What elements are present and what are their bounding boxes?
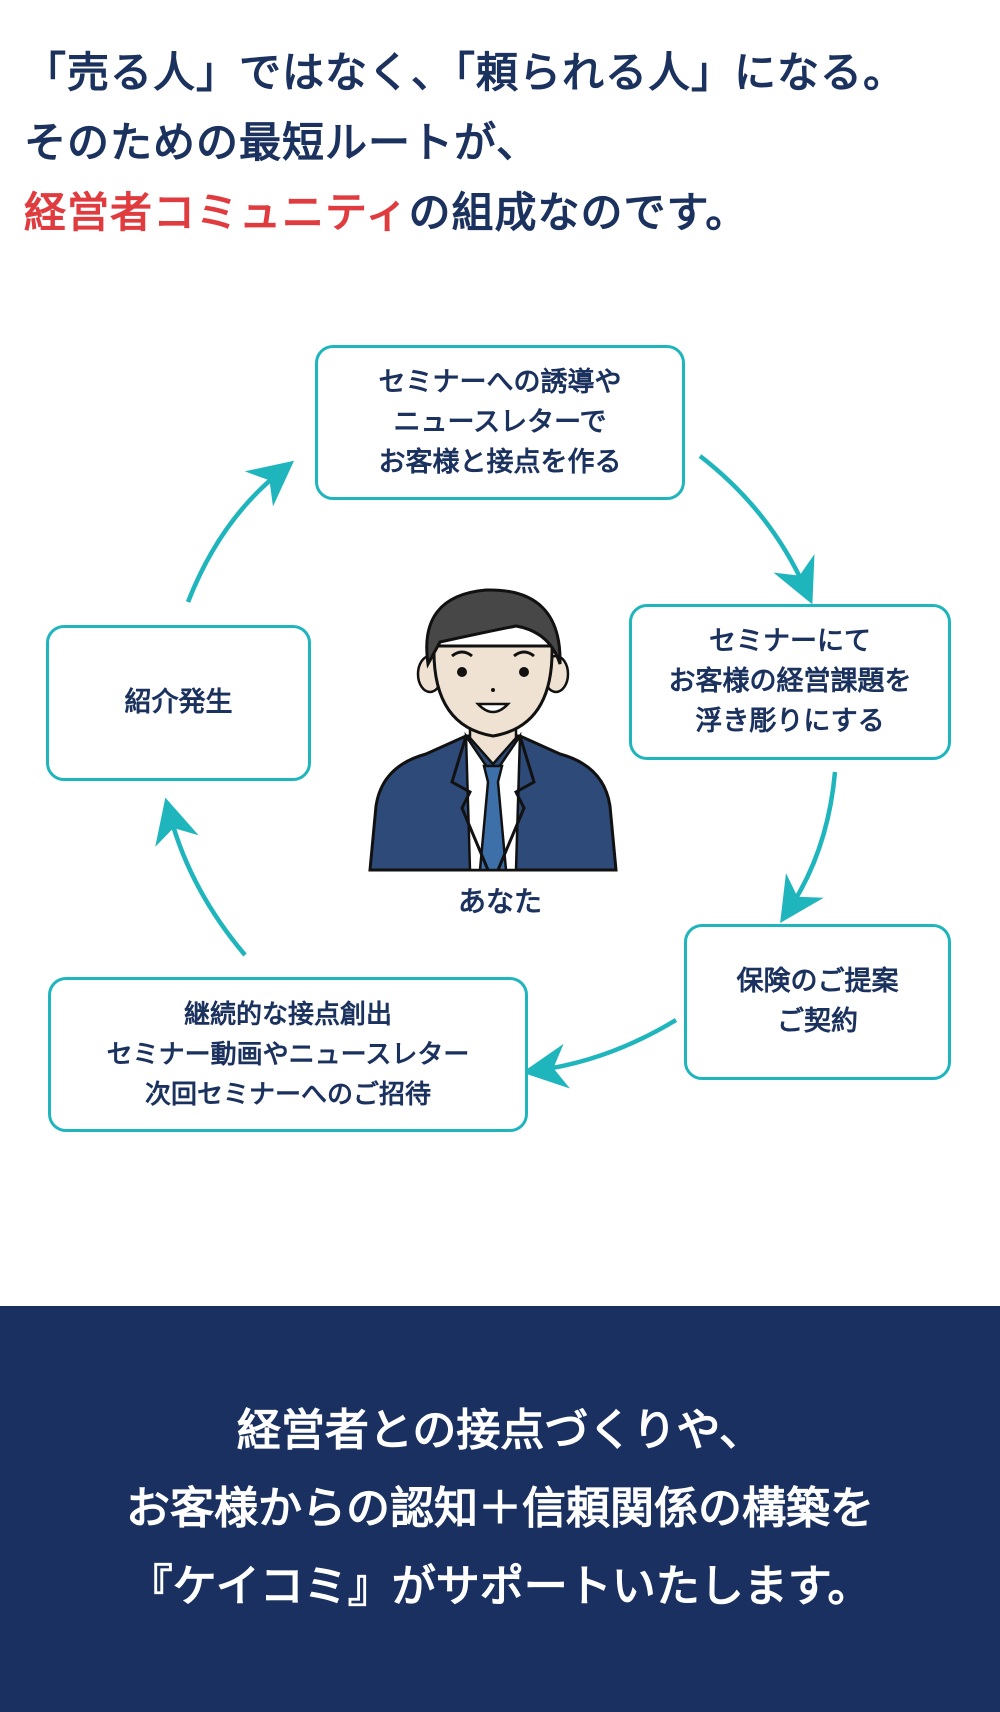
businessman-illustration: [368, 588, 618, 872]
headline: 「売る人」ではなく、「頼られる人」になる。 そのための最短ルートが、 経営者コミ…: [24, 38, 984, 248]
step-text: 継続的な接点創出: [183, 999, 392, 1030]
headline-rest: の組成なのです。: [408, 188, 749, 237]
headline-line-2: そのための最短ルートが、: [24, 118, 540, 167]
headline-accent: 経営者コミュニティ: [24, 188, 409, 237]
cycle-step-referral: 紹介発生: [46, 625, 311, 781]
step-text: お客様の経営課題を: [668, 666, 912, 697]
footer-line-1: 経営者との接点づくりや、: [236, 1405, 764, 1456]
arrow-2-to-3: [780, 771, 838, 924]
step-text: セミナーにて: [709, 626, 871, 657]
footer-message: 経営者との接点づくりや、 お客様からの認知＋信頼関係の構築を 『ケイコミ』がサポ…: [126, 1392, 874, 1626]
arrow-3-to-4: [522, 1018, 678, 1089]
arrow-1-to-2: [698, 454, 815, 605]
arrow-4-to-5: [155, 797, 247, 957]
cycle-step-proposal: 保険のご提案 ご契約: [684, 924, 951, 1080]
footer-line-3: 『ケイコミ』がサポートいたします。: [128, 1561, 872, 1612]
cycle-step-seminar: セミナーにて お客様の経営課題を 浮き彫りにする: [629, 604, 951, 760]
cycle-step-contact: セミナーへの誘導や ニュースレターで お客様と接点を作る: [315, 345, 685, 500]
footer-line-2: お客様からの認知＋信頼関係の構築を: [126, 1483, 874, 1534]
cycle-step-continuous-contact: 継続的な接点創出 セミナー動画やニュースレター 次回セミナーへのご招待: [48, 977, 528, 1132]
step-text: ニュースレターで: [393, 406, 607, 438]
step-text: 浮き彫りにする: [695, 706, 885, 737]
headline-line-3: 経営者コミュニティの組成なのです。: [24, 178, 984, 248]
step-text: 保険のご提案: [736, 966, 899, 997]
step-text: 紹介発生: [124, 687, 233, 718]
step-text: ご契約: [777, 1006, 858, 1037]
headline-line-1: 「売る人」ではなく、「頼られる人」になる。: [24, 48, 907, 97]
arrow-5-to-1: [185, 460, 295, 603]
step-text: セミナー動画やニュースレター: [106, 1039, 470, 1070]
you-label: あなた: [457, 885, 542, 918]
step-text: 次回セミナーへのご招待: [144, 1079, 431, 1110]
footer-banner: 経営者との接点づくりや、 お客様からの認知＋信頼関係の構築を 『ケイコミ』がサポ…: [0, 1306, 1000, 1712]
step-text: セミナーへの誘導や: [378, 366, 622, 398]
step-text: お客様と接点を作る: [378, 446, 622, 478]
